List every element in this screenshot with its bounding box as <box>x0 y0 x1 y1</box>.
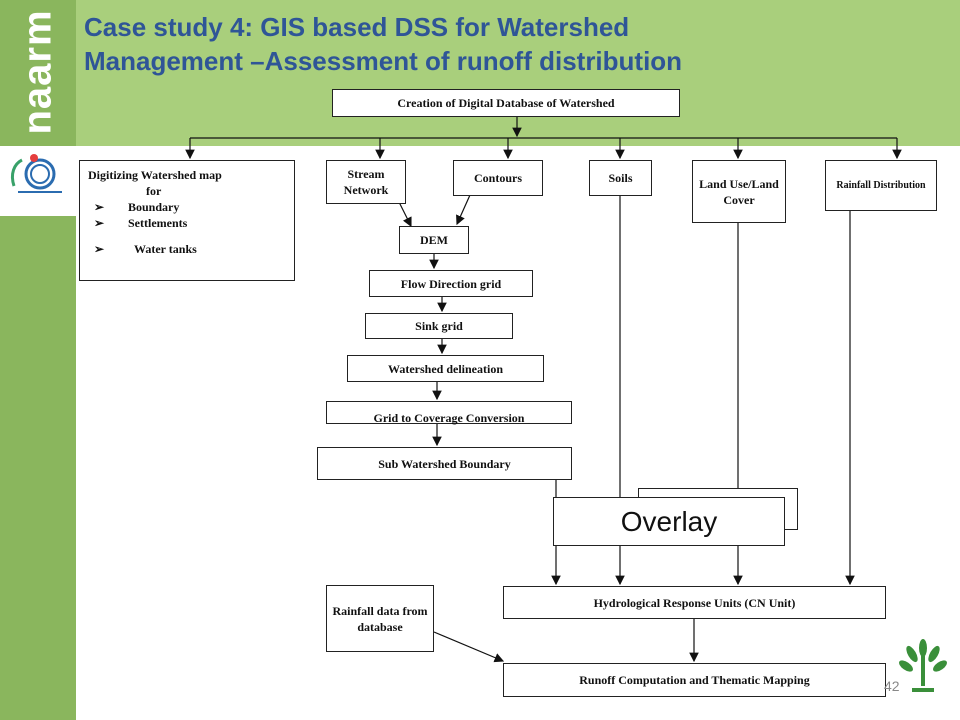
digitizing-title: Digitizing Watershed map <box>88 168 222 182</box>
rainfall-data-box: Rainfall data from database <box>326 585 434 652</box>
dem-box: DEM <box>399 226 469 254</box>
chevron-right-icon: ➢ <box>94 200 105 214</box>
flow-direction-box: Flow Direction grid <box>369 270 533 297</box>
overlay-box: Overlay <box>553 497 785 546</box>
digitizing-item-label: Water tanks <box>134 242 197 256</box>
grid-to-coverage-label: Grid to Coverage Conversion <box>373 410 525 425</box>
grid-to-coverage-box: Grid to Coverage Conversion <box>326 401 572 425</box>
dem-label: DEM <box>420 233 448 247</box>
hru-box: Hydrological Response Units (CN Unit) <box>503 586 886 619</box>
creation-label: Creation of Digital Database of Watershe… <box>397 96 615 110</box>
stream-network-box: Stream Network <box>326 160 406 204</box>
soils-box: Soils <box>589 160 652 196</box>
digitizing-list: ➢ Boundary ➢ Settlements ➢ Water tanks <box>88 199 286 257</box>
runoff-label: Runoff Computation and Thematic Mapping <box>579 673 810 687</box>
sink-grid-label: Sink grid <box>415 319 463 333</box>
rainfall-distribution-box: Rainfall Distribution <box>825 160 937 211</box>
rainfall-data-label: Rainfall data from database <box>332 603 428 634</box>
chevron-right-icon: ➢ <box>94 242 105 256</box>
digitizing-item: ➢ Settlements <box>88 215 286 231</box>
digitizing-for: for <box>146 184 162 198</box>
watershed-delineation-label: Watershed delineation <box>387 361 503 376</box>
chevron-right-icon: ➢ <box>94 216 105 230</box>
creation-box: Creation of Digital Database of Watershe… <box>332 89 680 117</box>
contours-label: Contours <box>473 171 522 185</box>
sink-grid-box: Sink grid <box>365 313 513 339</box>
land-use-label: Land Use/Land Cover <box>699 176 779 207</box>
watershed-delineation-box: Watershed delineation <box>347 355 544 382</box>
globe-logo-icon <box>10 154 62 193</box>
page-number: 42 <box>884 678 900 694</box>
sub-watershed-box: Sub Watershed Boundary <box>317 447 572 480</box>
runoff-box: Runoff Computation and Thematic Mapping <box>503 663 886 697</box>
overlay-label: Overlay <box>620 505 718 537</box>
digitizing-box: Digitizing Watershed map for ➢ Boundary ➢… <box>79 160 295 281</box>
land-use-box: Land Use/Land Cover <box>692 160 786 223</box>
sidebar: naarm <box>0 0 76 720</box>
digitizing-item: ➢ Boundary <box>88 199 286 215</box>
icar-logo-icon <box>899 639 947 692</box>
hru-label: Hydrological Response Units (CN Unit) <box>593 595 796 610</box>
sub-watershed-label: Sub Watershed Boundary <box>378 456 511 471</box>
slide-title-line1: Case study 4: GIS based DSS for Watershe… <box>84 12 630 42</box>
contours-box: Contours <box>453 160 543 196</box>
naarm-logo <box>0 146 76 216</box>
slide-title-line2: Management –Assessment of runoff distrib… <box>84 46 683 76</box>
digitizing-item-label: Boundary <box>128 200 180 214</box>
digitizing-item-label: Settlements <box>128 216 188 230</box>
stream-network-label: Stream Network <box>343 167 389 197</box>
digitizing-item: ➢ Water tanks <box>88 241 286 257</box>
rainfall-distribution-label: Rainfall Distribution <box>836 179 926 191</box>
flow-direction-label: Flow Direction grid <box>400 276 502 291</box>
soils-label: Soils <box>608 171 633 185</box>
header-band <box>76 0 960 146</box>
slide-title: Case study 4: GIS based DSS for Watershe… <box>84 10 944 78</box>
